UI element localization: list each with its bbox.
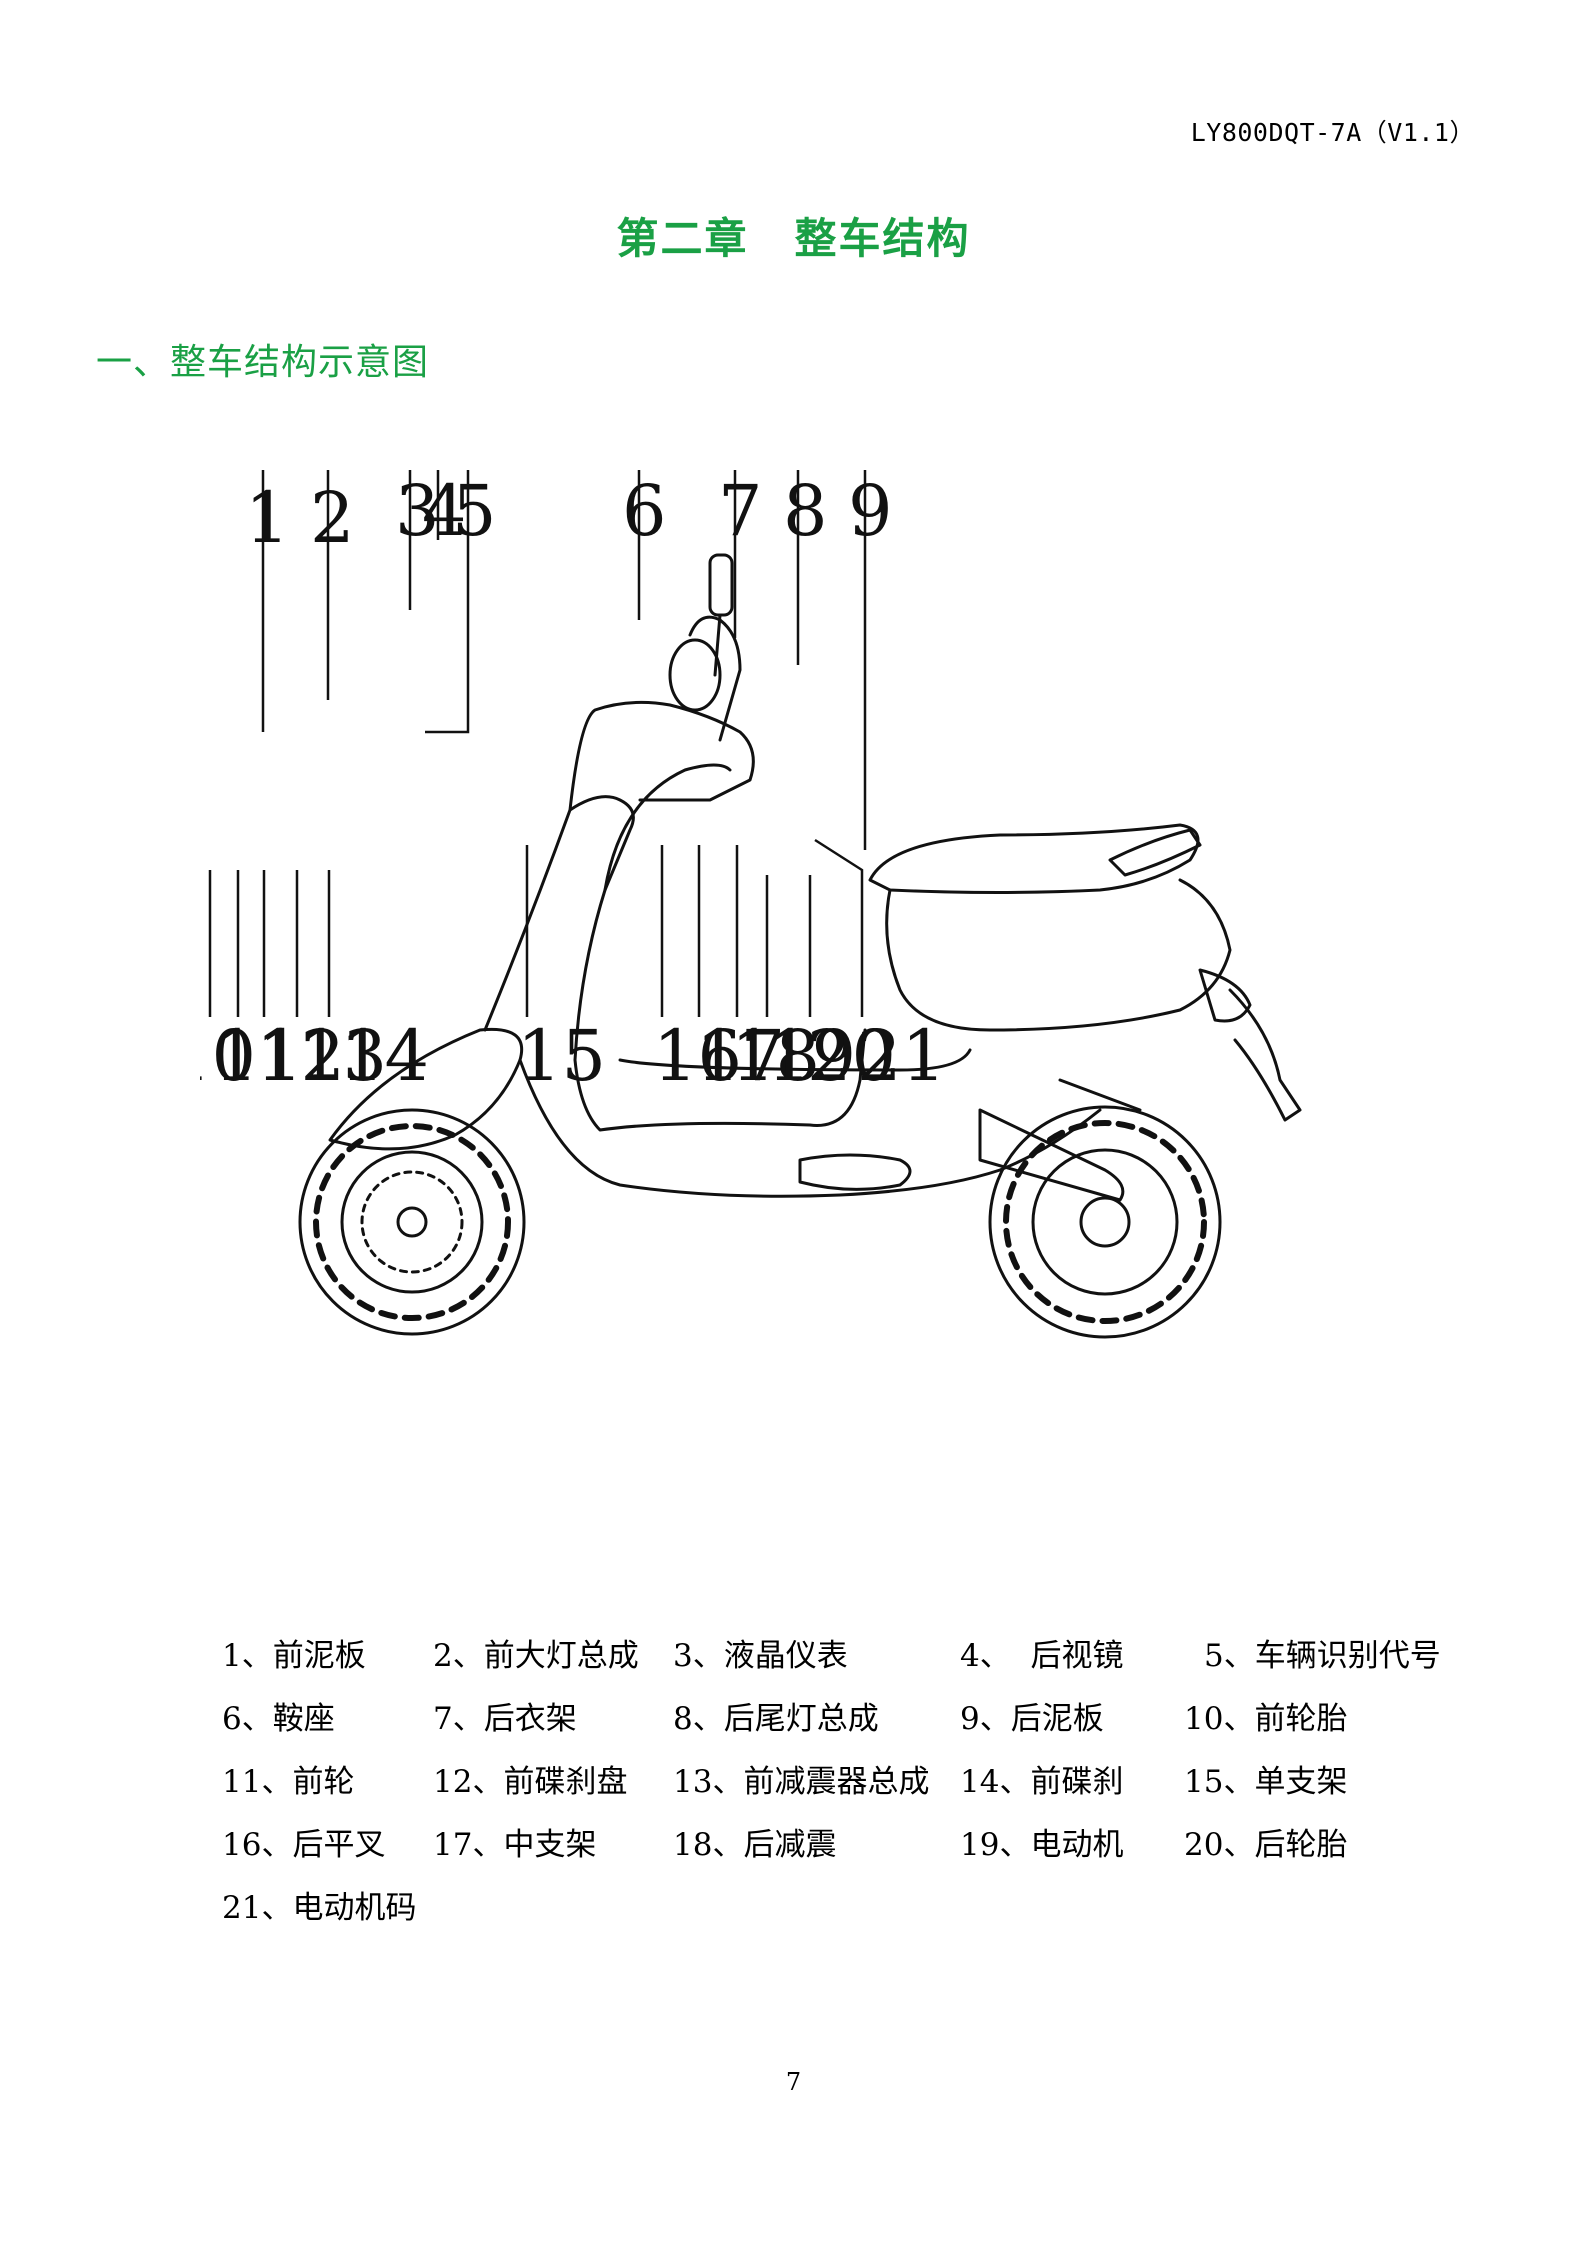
front-rim [340,1150,484,1294]
legend-item: 21、电动机码 [222,1890,417,1926]
legend-item: 8、后尾灯总成 [673,1701,879,1737]
callout-number: 6 [622,470,667,552]
callout-number: 1 [245,477,290,559]
legend-item: 11、前轮 [222,1764,355,1800]
legend-row: 1、前泥板 2、前大灯总成 3、液晶仪表 4、 后视镜 5、车辆识别代号 [222,1630,1482,1693]
rear-hub-motor [1031,1148,1179,1296]
legend-item: 10、前轮胎 [1184,1701,1348,1737]
top-callout-numbers: 1 2 3 4 5 6 7 8 9 [245,470,893,559]
mirror [708,553,734,617]
legend-row: 16、后平叉 17、中支架 18、后减震 19、电动机 20、后轮胎 [222,1819,1482,1882]
callout-number: 15 [517,1015,606,1097]
callout-number: 9 [848,470,893,552]
tail-light [1198,968,1252,1023]
front-brake-disc [360,1170,464,1274]
legend-item: 5、车辆识别代号 [1204,1638,1441,1674]
legend-item: 6、鞍座 [222,1701,335,1737]
callout-number: 5 [452,470,497,552]
legend-item: 18、后减震 [673,1827,837,1863]
rear-carrier [1108,828,1202,877]
legend-item: 17、中支架 [433,1827,597,1863]
headlight-housing [568,700,755,812]
front-tire [298,1108,526,1336]
chapter-title: 第二章整车结构 [0,205,1587,266]
section-heading: 一、整车结构示意图 [96,342,430,383]
rear-shock [1058,1078,1142,1112]
legend-item: 20、后轮胎 [1184,1827,1348,1863]
legend-item: 15、单支架 [1184,1764,1348,1800]
callout-number: 11 [214,1015,303,1097]
legend-item: 1、前泥板 [222,1638,366,1674]
kickstand-area [798,1153,912,1191]
legend-item: 2、前大灯总成 [433,1638,639,1674]
callout-number: 21 [857,1015,946,1097]
callout-number: 20 [807,1015,896,1097]
legend-item: 16、后平叉 [222,1827,386,1863]
legend-item: 12、前碟刹盘 [433,1764,628,1800]
legend-item: 14、前碟刹 [960,1764,1124,1800]
bottom-callout-numbers: 10 11 12 13 14 15 16 17 18 19 20 21 [167,1015,946,1097]
rear-body [885,878,1232,1032]
legend-item: 3、液晶仪表 [673,1638,848,1674]
front-tire-tread [313,1123,511,1321]
callout-number: 2 [310,477,355,559]
legend-row: 6、鞍座 7、后衣架 8、后尾灯总成 9、后泥板 10、前轮胎 [222,1693,1482,1756]
callout-number: 7 [718,470,763,552]
body-underline [518,1058,1102,1198]
leg-shield [483,795,867,1132]
legend-row: 21、电动机码 [222,1882,1482,1945]
chapter-number: 第二章 [616,214,749,263]
callout-number: 8 [783,470,828,552]
parts-legend: 1、前泥板 2、前大灯总成 3、液晶仪表 4、 后视镜 5、车辆识别代号 6、鞍… [222,1630,1482,1945]
scooter-drawing: 1 2 3 4 5 6 7 8 9 10 11 12 13 14 15 16 1… [167,420,1302,1339]
rear-swing-arm [978,1108,1125,1202]
rear-fender [1228,988,1302,1122]
legend-item: 7、后衣架 [433,1701,577,1737]
callout-number: 12 [256,1015,345,1097]
legend-row: 11、前轮 12、前碟刹盘 13、前减震器总成 14、前碟刹 15、单支架 [222,1756,1482,1819]
legend-item: 4、 后视镜 [960,1638,1124,1674]
handlebar-stem [688,615,742,742]
chapter-name: 整车结构 [794,214,971,263]
callout-number: 14 [340,1015,429,1097]
motor-center [1079,1196,1131,1248]
document-code: LY800DQT-7A（V1.1） [1190,118,1475,147]
floorboard [618,1048,972,1072]
scooter-structure-diagram: 1 2 3 4 5 6 7 8 9 10 11 12 13 14 15 16 1… [167,420,1340,1580]
callout-number: 4 [422,470,467,552]
leg-shield-inner [603,763,732,892]
front-hub [396,1206,428,1238]
legend-item: 19、电动机 [960,1827,1124,1863]
rear-tire-tread [1003,1120,1207,1324]
callout-number: 17 [696,1015,785,1097]
legend-item: 9、后泥板 [960,1701,1104,1737]
lcd-meter [668,638,722,712]
callout-number: 13 [298,1015,387,1097]
page-number: 7 [785,2068,802,2096]
mirror-arm [713,613,722,677]
rear-tire [988,1105,1222,1339]
callout-number: 3 [395,470,440,552]
callout-number: 16 [653,1015,742,1097]
callout-number: 19 [767,1015,856,1097]
legend-item: 13、前减震器总成 [673,1764,930,1800]
callout-number: 18 [731,1015,820,1097]
seat [868,823,1200,894]
